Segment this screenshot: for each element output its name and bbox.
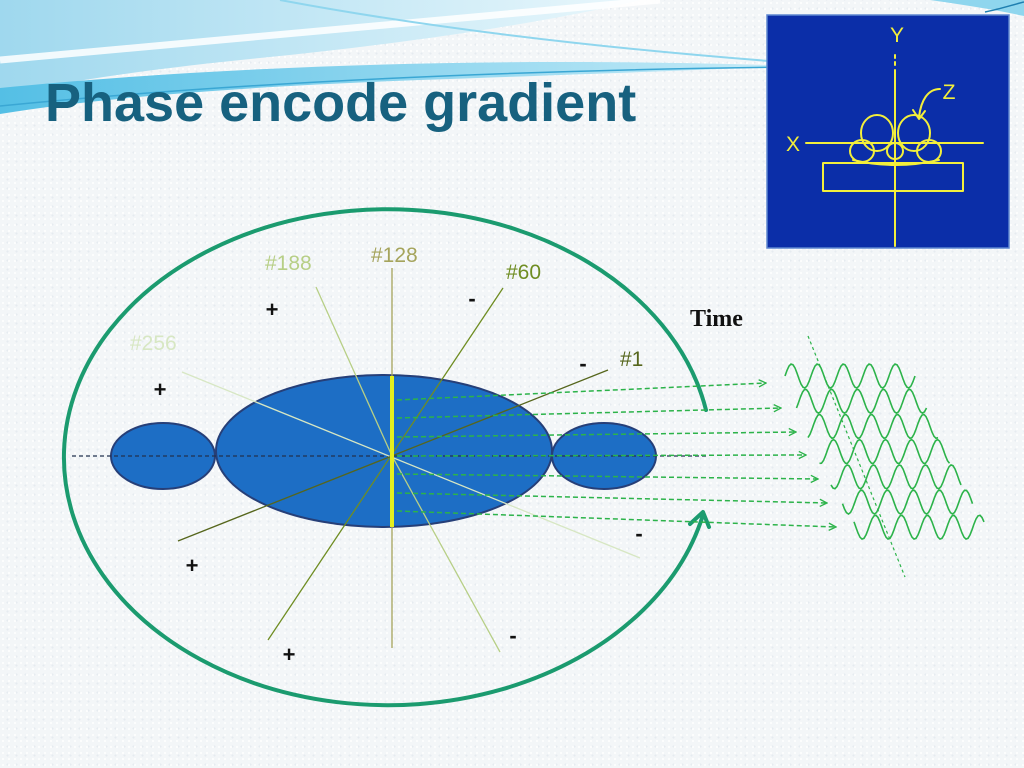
phase-sign: - — [579, 351, 586, 376]
swoosh-line — [0, 66, 796, 107]
signal-wave — [841, 489, 974, 515]
phase-label-128: #128 — [371, 244, 418, 267]
patient-table — [822, 162, 964, 192]
phase-sign: + — [283, 642, 296, 667]
swoosh-band-cyan — [0, 62, 795, 114]
signal-arrow — [396, 432, 796, 438]
signal-waves — [784, 363, 985, 541]
signal-wave — [784, 363, 916, 389]
phase-sign: - — [635, 521, 642, 546]
head-outline — [849, 114, 942, 166]
phase-guide-dashed — [807, 335, 906, 578]
phase-sign: - — [468, 286, 475, 311]
phase-sign: + — [266, 297, 279, 322]
signal-wave — [795, 388, 928, 415]
scanner-axes-inset: Y Z X — [766, 14, 1010, 249]
phase-line-256 — [181, 371, 641, 559]
signal-arrow — [396, 383, 766, 401]
phase-sign: - — [509, 623, 516, 648]
signal-arrow — [396, 408, 781, 419]
corner-swoosh-line — [984, 1, 1024, 13]
phase-line-60 — [267, 287, 504, 641]
swoosh-band-light — [0, 0, 640, 96]
signal-wave — [807, 413, 939, 440]
z-axis-arrow — [918, 88, 941, 118]
inset-background — [766, 14, 1010, 249]
swoosh-white-stripe — [0, 0, 661, 64]
time-label: Time — [690, 306, 743, 332]
phase-sign: + — [186, 553, 199, 578]
swoosh-line — [279, 0, 796, 64]
z-axis-arrowhead — [912, 109, 926, 120]
phase-sign: + — [154, 377, 167, 402]
phase-label-256: #256 — [130, 332, 177, 355]
signal-arrow — [396, 473, 818, 479]
axis-label-z: Z — [943, 81, 956, 104]
slide-title: Phase encode gradient — [45, 73, 637, 133]
axis-label-y: Y — [890, 24, 904, 47]
phase-label-188: #188 — [265, 252, 312, 275]
phase-label-1: #1 — [620, 348, 643, 371]
curved-arrow — [61, 207, 708, 708]
axis-label-x: X — [786, 133, 800, 156]
signal-arrow — [396, 455, 806, 456]
body-ellipse-center — [215, 374, 553, 528]
signal-wave — [819, 438, 951, 465]
phase-label-60: #60 — [506, 261, 541, 284]
inset-drawing — [805, 54, 984, 247]
corner-swoosh — [930, 0, 1024, 16]
signal-wave — [830, 463, 962, 490]
signal-wave — [853, 514, 985, 541]
curved-arrow-head — [688, 510, 711, 529]
signal-arrow — [396, 510, 836, 527]
signal-arrows — [396, 383, 836, 527]
